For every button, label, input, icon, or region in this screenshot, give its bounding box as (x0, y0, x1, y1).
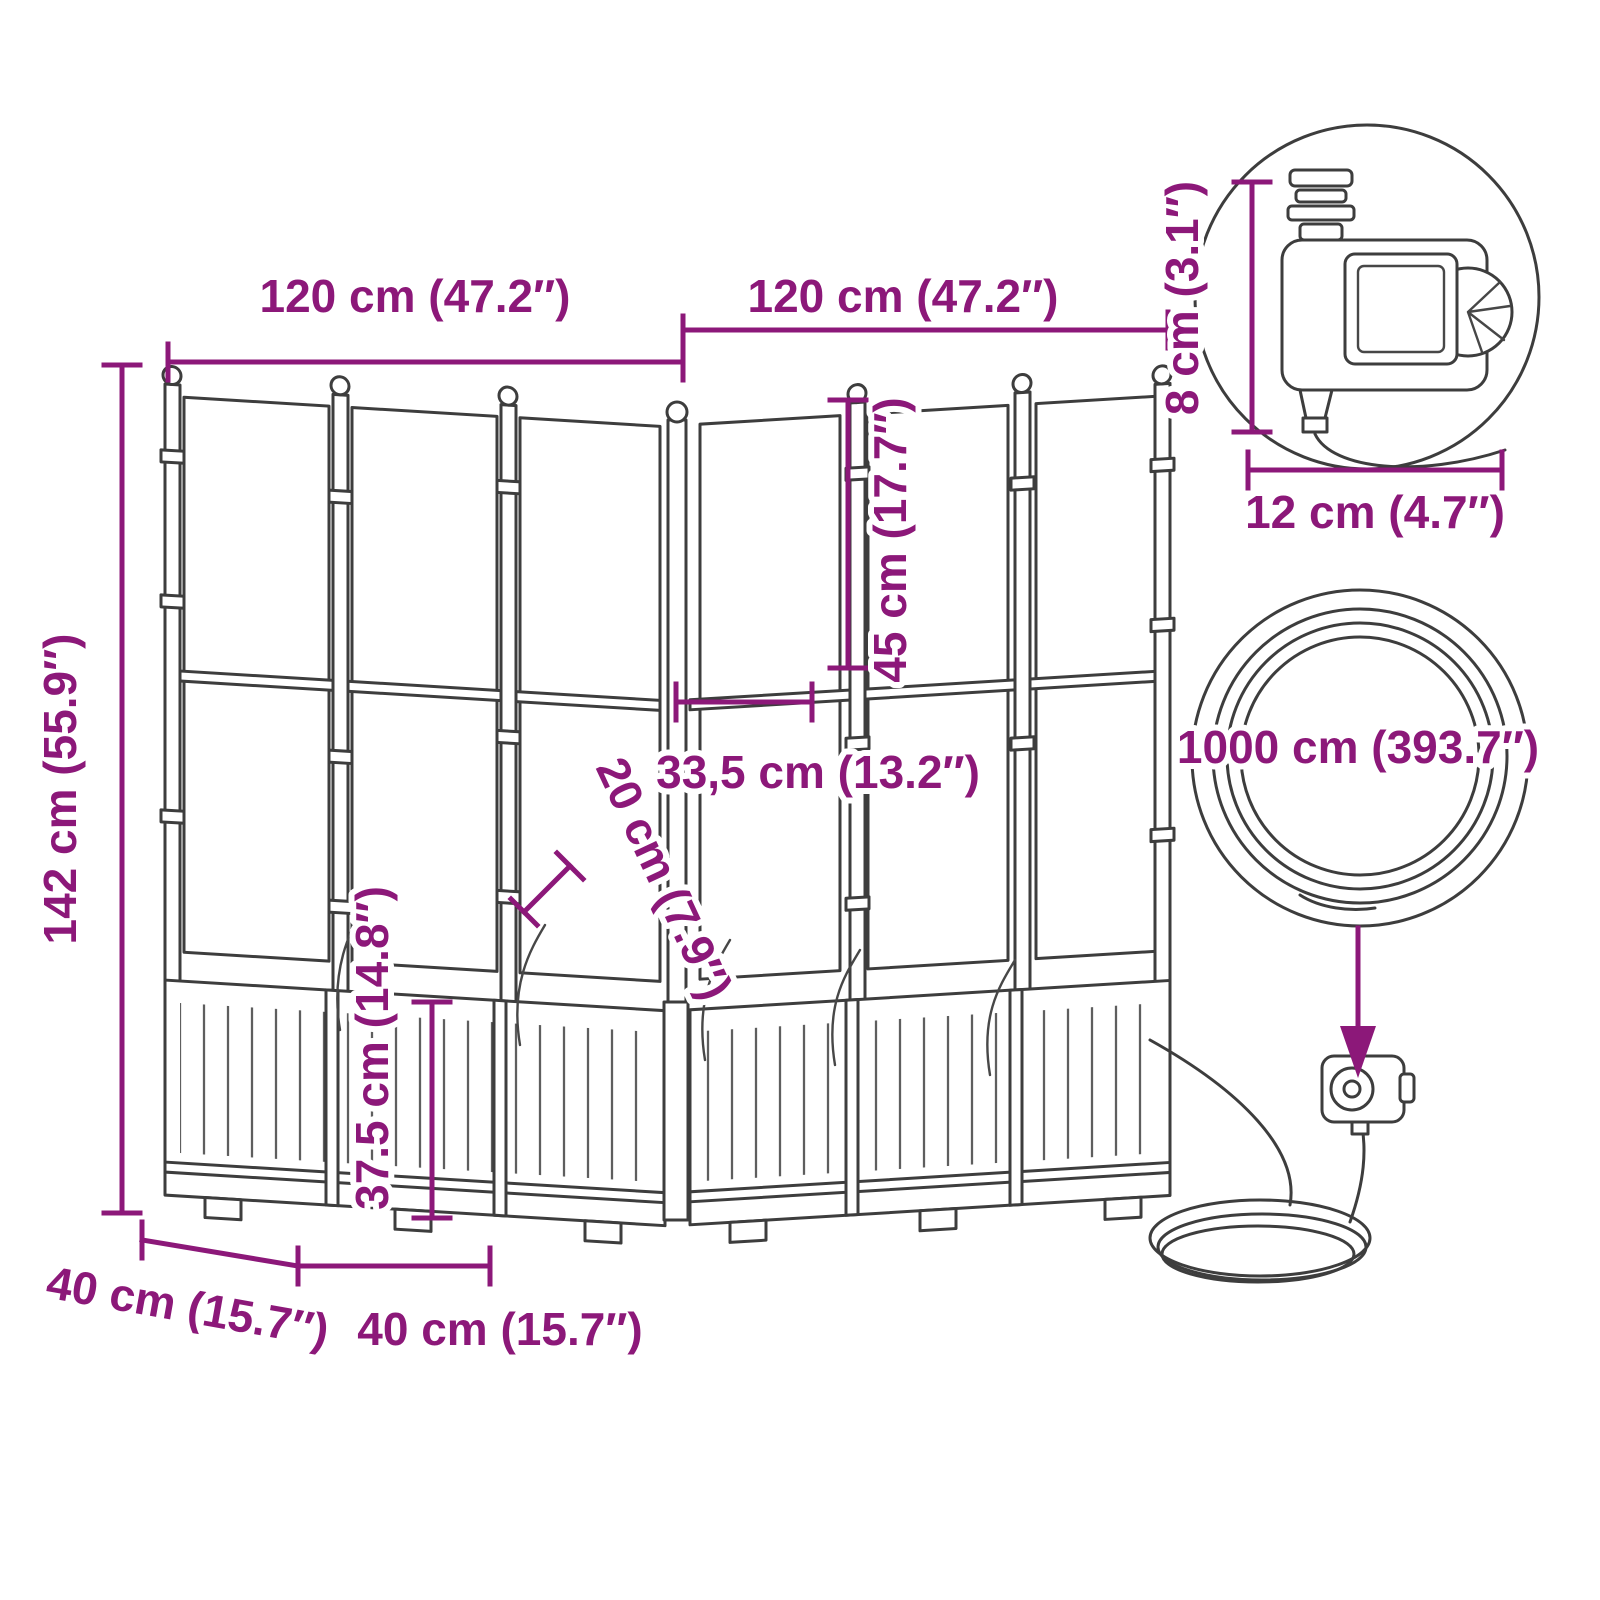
planter-foot (728, 1218, 768, 1244)
trellis-right-face (688, 364, 1176, 1244)
dim-side-depth: 40 cm (15.7″) (43, 1219, 333, 1357)
post-finial (665, 400, 689, 424)
corner-post (662, 400, 690, 1222)
supply-hose (1148, 1038, 1372, 1284)
water-timer-large (1280, 168, 1514, 469)
hose-coil (1148, 1198, 1372, 1284)
dim-top-left-width: 120 cm (47.2″) (165, 270, 686, 383)
dim-top-right-width: 120 cm (47.2″) (680, 270, 1171, 351)
label-timer-width: 12 cm (4.7″) (1245, 486, 1505, 538)
mid-rail-left (163, 668, 662, 712)
timer-hose-connector (1288, 168, 1354, 188)
water-timer-small (1320, 1054, 1416, 1136)
planter-left-row (163, 978, 667, 1245)
label-hose-length: 1000 cm (393.7″) (1177, 721, 1539, 773)
drip-tubes (336, 903, 1017, 1077)
trellis-left-face (159, 365, 667, 1245)
label-side-depth: 40 cm (15.7″) (43, 1256, 333, 1357)
dim-front-depth: 40 cm (15.7″) (295, 1245, 643, 1355)
label-timer-height: 8 cm (3.1″) (1156, 181, 1208, 415)
post-finial (497, 385, 519, 407)
post-finial (329, 375, 351, 397)
timer-detail-circle (1193, 123, 1541, 471)
timer-screen (1343, 252, 1459, 366)
coiled-hose (1211, 607, 1509, 905)
dim-timer-width: 12 cm (4.7″) (1245, 449, 1505, 538)
timer-dial-icon (1329, 1066, 1375, 1112)
dim-total-height: 142 cm (55.9″) (34, 362, 143, 1216)
label-total-height: 142 cm (55.9″) (34, 634, 86, 945)
label-trellis-drop: 45 cm (17.7″) (864, 397, 916, 682)
dim-corner-inner-width: 33,5 cm (13.2″) (650, 681, 986, 804)
dim-planter-height: 37.5 cm (14.8″) (340, 880, 453, 1221)
trellis-clips (159, 448, 522, 916)
planter-foot (583, 1219, 623, 1245)
planter-right-row (688, 978, 1172, 1244)
timer-outlet (1298, 388, 1334, 420)
planter-foot (918, 1207, 958, 1233)
post (1153, 381, 1172, 986)
post (848, 400, 867, 1005)
post (163, 382, 182, 987)
label-front-depth: 40 cm (15.7″) (357, 1303, 642, 1355)
label-top-right-width: 120 cm (47.2″) (748, 270, 1059, 322)
label-planter-height: 37.5 cm (14.8″) (346, 886, 398, 1210)
post-finial (1151, 364, 1173, 386)
planter-foot (1103, 1195, 1143, 1221)
down-arrow (1340, 925, 1376, 1078)
label-corner-inner-width: 33,5 cm (13.2″) (656, 746, 980, 798)
trellis-clips (844, 456, 1176, 912)
dim-timer-height: 8 cm (3.1″) (1150, 175, 1273, 435)
label-top-left-width: 120 cm (47.2″) (260, 270, 571, 322)
dim-trellis-drop: 45 cm (17.7″) (827, 391, 922, 689)
post-finial (1011, 372, 1033, 395)
planter-foot (203, 1196, 243, 1222)
